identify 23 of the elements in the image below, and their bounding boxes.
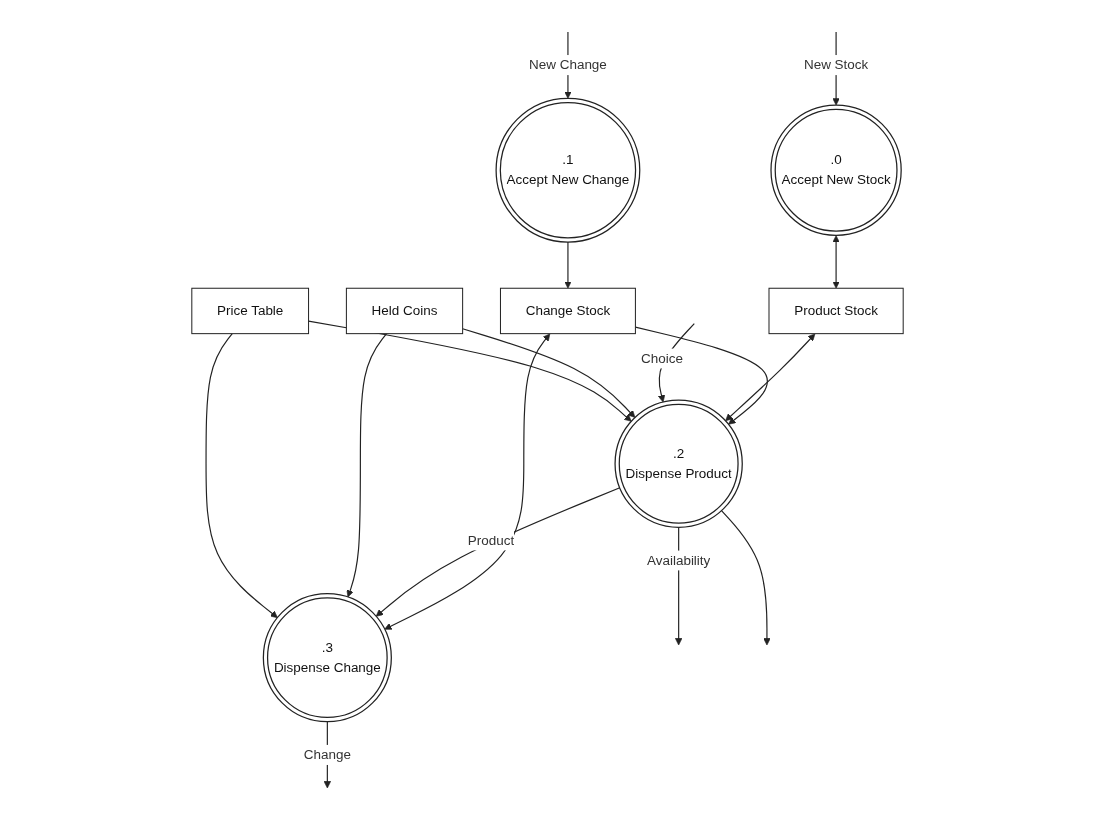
arrow xyxy=(832,235,840,289)
edge-label: Product xyxy=(467,532,515,548)
edge-label: Choice xyxy=(641,350,683,366)
node-circle: .1 Accept New Change xyxy=(495,97,641,243)
node-box: Held Coins xyxy=(345,287,464,335)
node-circle: .0 Accept New Stock xyxy=(770,104,902,236)
node-box: Product Stock xyxy=(768,287,904,335)
edge-label: Change xyxy=(303,747,351,762)
arrow xyxy=(720,510,771,646)
node-circle: .2 Dispense Product xyxy=(614,399,743,528)
node-box: Price Table xyxy=(191,287,310,335)
arrow xyxy=(564,241,572,289)
arrow xyxy=(375,487,621,617)
arrow xyxy=(205,333,278,618)
node-box: Change Stock xyxy=(499,287,636,335)
edge-label: New Stock xyxy=(803,57,869,72)
node-circle: .3 Dispense Change xyxy=(262,593,392,723)
edge-label: New Change xyxy=(529,57,607,72)
arrow xyxy=(346,333,388,598)
arrow xyxy=(384,333,551,630)
arrow xyxy=(462,328,636,418)
arrow xyxy=(725,333,816,422)
edge-label: Availability xyxy=(647,552,711,568)
